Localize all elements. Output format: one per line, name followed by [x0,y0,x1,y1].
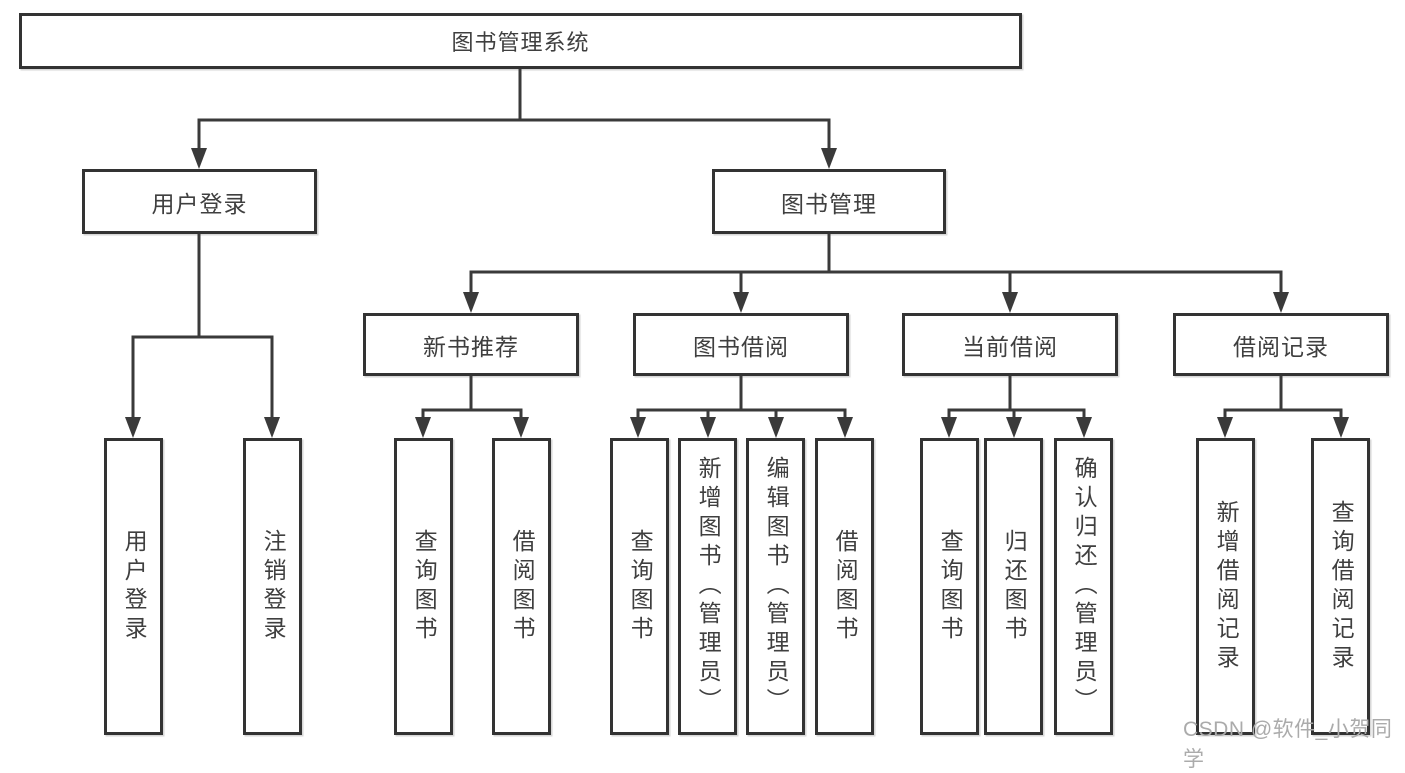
node-book-borrow: 图书借阅 [633,313,849,376]
leaf-label: 查询借阅记录 [1328,499,1355,674]
node-user-login: 用户登录 [82,169,317,234]
diagram-canvas: 图书管理系统 用户登录 图书管理 新书推荐 图书借阅 当前借阅 借阅记录 用户登… [19,13,1392,771]
leaf-label: 确认归还（管理员） [1071,456,1098,717]
node-borrow-records: 借阅记录 [1173,313,1389,376]
leaf-add-book-admin: 新增图书（管理员） [678,438,737,735]
leaf-add-borrow-record: 新增借阅记录 [1196,438,1255,735]
leaf-label: 新增借阅记录 [1213,499,1240,674]
leaf-borrow-books-borrow: 借阅图书 [815,438,874,735]
node-label: 用户登录 [151,190,248,217]
leaf-label: 新增图书（管理员） [695,456,722,717]
leaf-query-books-current: 查询图书 [920,438,979,735]
leaf-label: 用户登录 [121,528,148,645]
node-label: 图书借阅 [693,333,789,360]
leaf-label: 编辑图书（管理员） [763,456,790,717]
node-label: 当前借阅 [962,333,1058,360]
csdn-watermark: CSDN @软件_小贺同学 [1183,718,1393,771]
node-book-management: 图书管理 [712,169,946,234]
leaf-query-books-recommend: 查询图书 [394,438,453,735]
node-label: 借阅记录 [1233,333,1329,360]
leaf-query-books-borrow: 查询图书 [610,438,669,735]
leaf-label: 借阅图书 [832,528,859,645]
leaf-confirm-return-admin: 确认归还（管理员） [1054,438,1113,735]
connector-lines [125,69,1349,438]
node-label: 图书管理 [781,190,877,217]
leaf-label: 查询图书 [411,528,438,645]
leaf-user-login: 用户登录 [104,438,163,735]
leaf-borrow-books-recommend: 借阅图书 [492,438,551,735]
leaf-label: 查询图书 [937,528,964,645]
node-library-management-system: 图书管理系统 [19,13,1022,69]
leaf-return-book: 归还图书 [984,438,1043,735]
leaf-label: 注销登录 [260,528,287,645]
leaf-label: 借阅图书 [509,528,536,645]
leaf-label: 查询图书 [627,528,654,645]
node-label: 图书管理系统 [451,30,590,55]
leaf-query-borrow-record: 查询借阅记录 [1311,438,1370,735]
node-current-borrow: 当前借阅 [902,313,1118,376]
leaf-label: 归还图书 [1001,528,1028,645]
leaf-edit-book-admin: 编辑图书（管理员） [746,438,805,735]
leaf-logout: 注销登录 [243,438,302,735]
node-label: 新书推荐 [423,333,519,360]
node-new-book-recommend: 新书推荐 [363,313,579,376]
